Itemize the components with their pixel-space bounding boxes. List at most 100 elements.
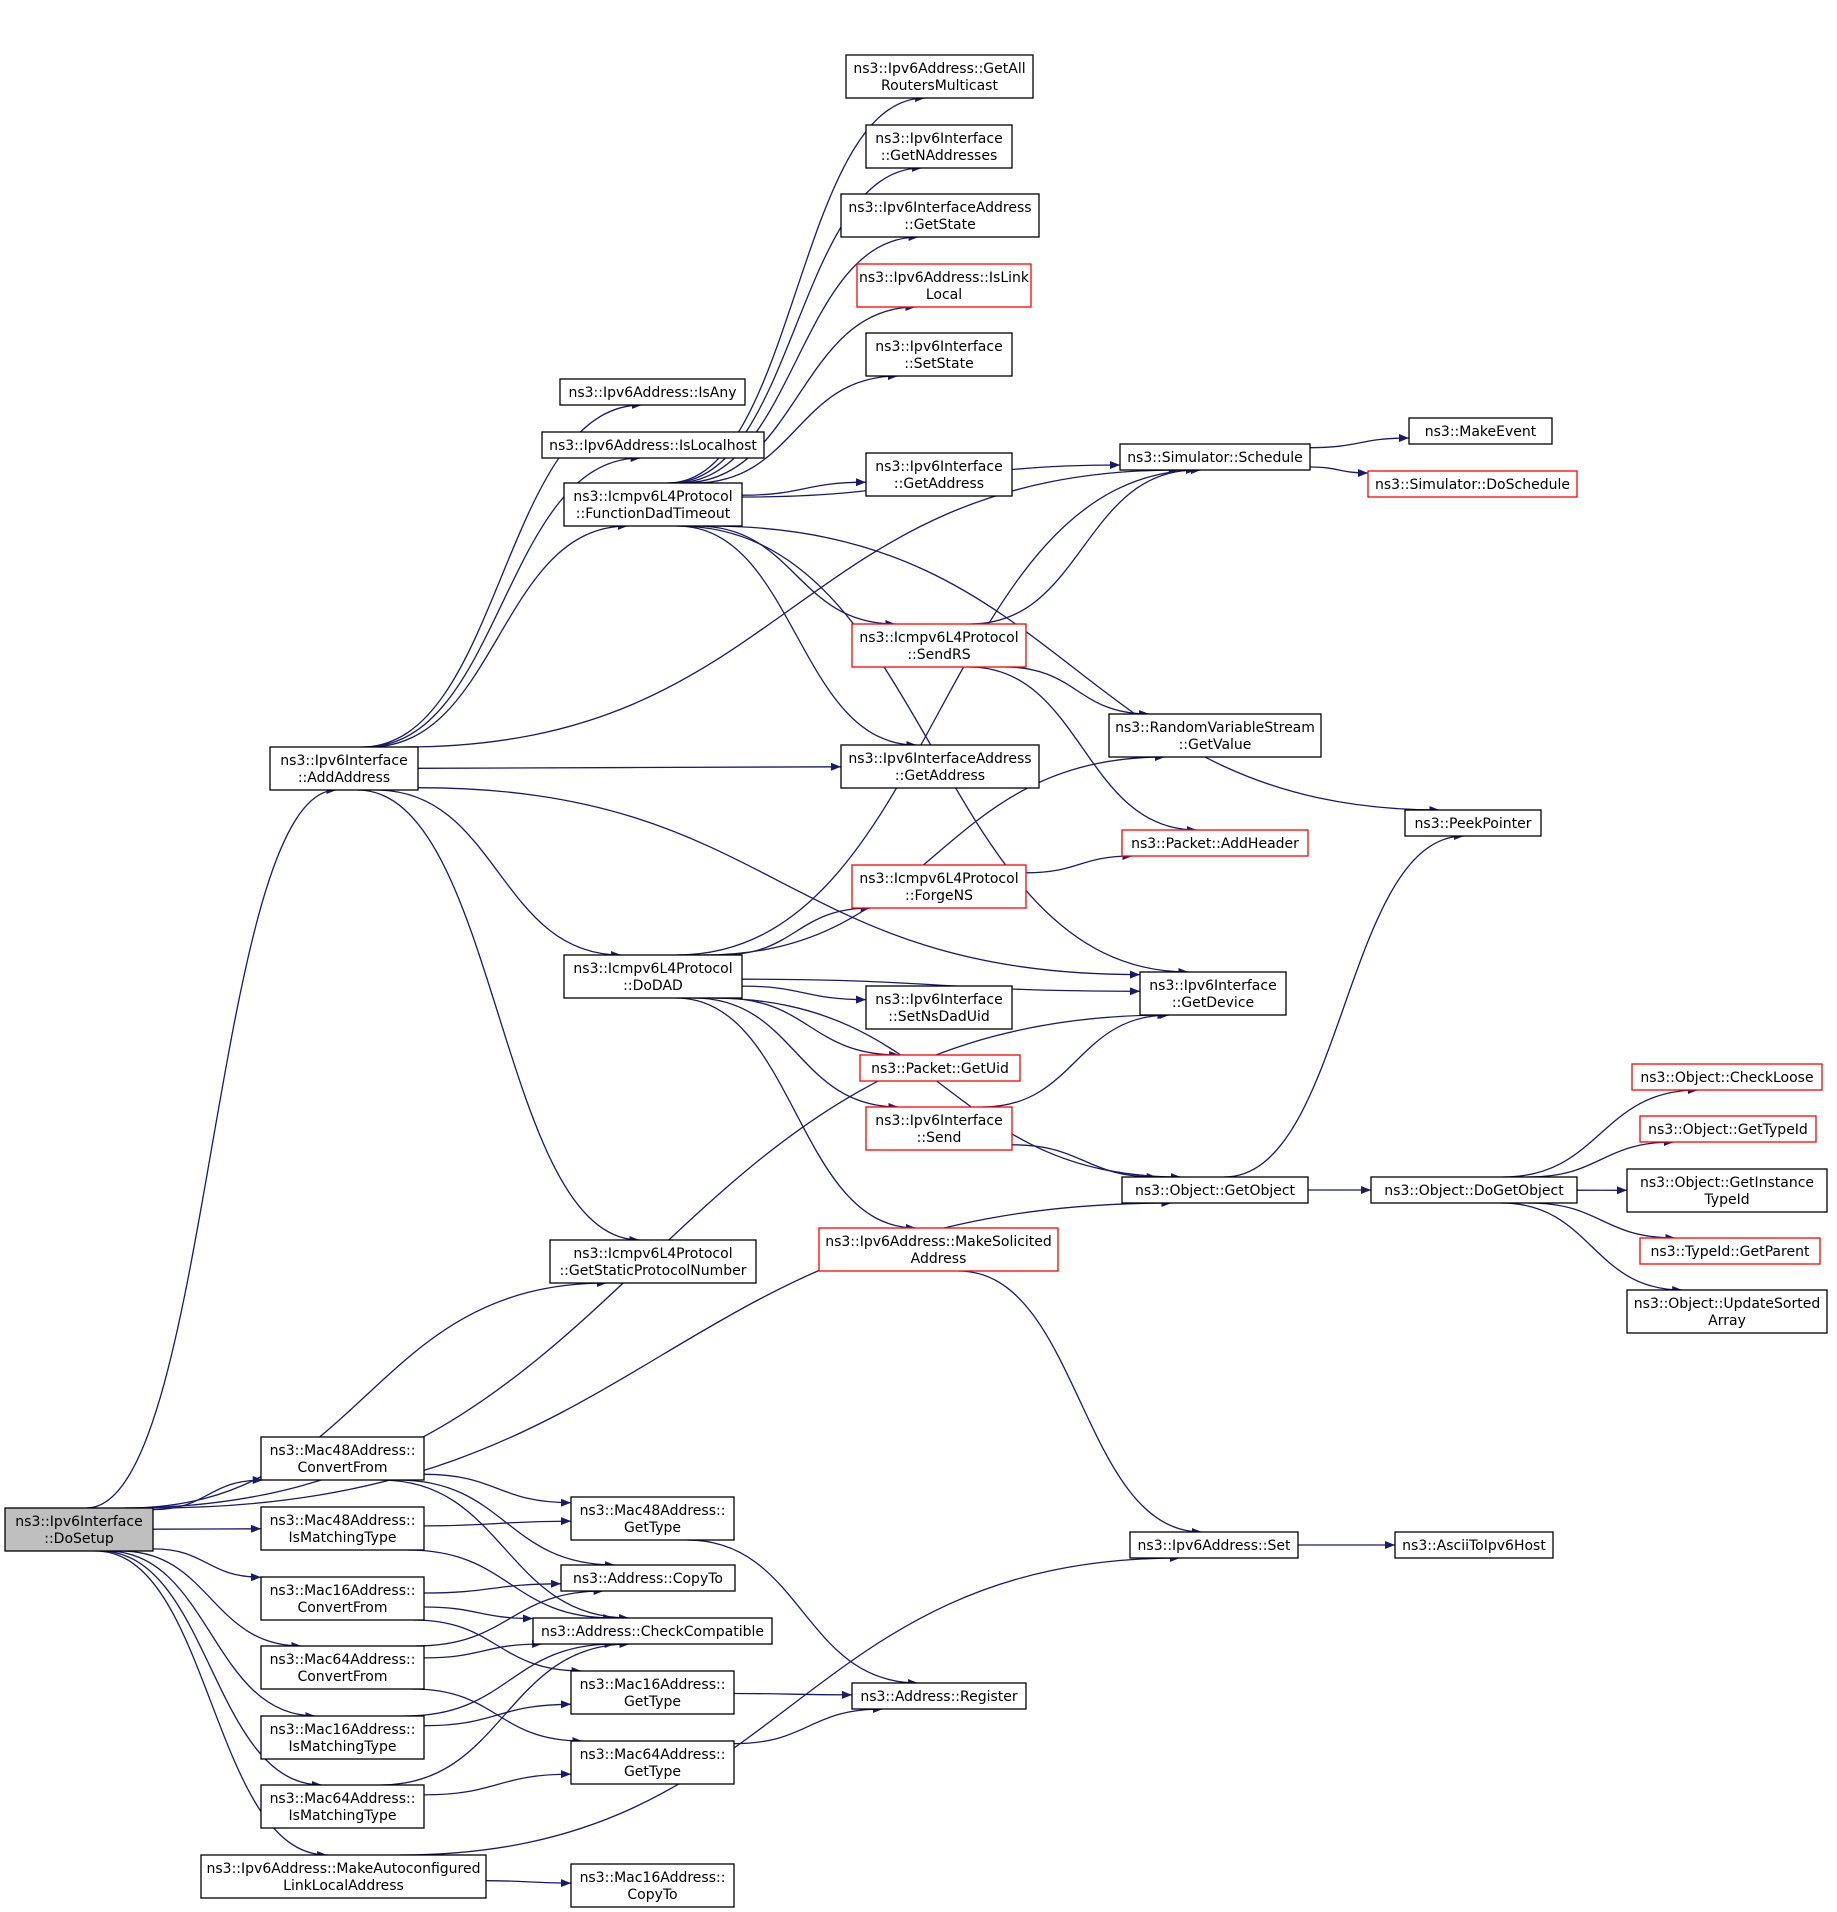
node-makeautoconf[interactable]: ns3::Ipv6Address::MakeAutoconfiguredLink… [200,1854,487,1899]
node-addaddress[interactable]: ns3::Ipv6Interface::AddAddress [269,746,419,791]
node-box [1404,809,1542,837]
node-label: ns3::Ipv6Address::GetAll [853,61,1025,77]
node-sendrs[interactable]: ns3::Icmpv6L4Protocol::SendRS [851,623,1027,668]
node-mac16_gettype[interactable]: ns3::Mac16Address::GetType [570,1670,735,1715]
node-label: Array [1708,1313,1746,1329]
node-mac16_convert[interactable]: ns3::Mac16Address::ConvertFrom [260,1576,425,1621]
edge-path [413,1619,582,1675]
edge-path [1025,852,1133,874]
node-label: ns3::Ipv6Interface [875,992,1002,1008]
node-box [570,1740,735,1785]
node-addheader[interactable]: ns3::Packet::AddHeader [1121,829,1309,857]
node-checkcompat[interactable]: ns3::Address::CheckCompatible [532,1617,773,1645]
node-mac64_ismatch[interactable]: ns3::Mac64Address::IsMatchingType [260,1784,425,1829]
node-label: ns3::Ipv6Interface [875,1113,1002,1129]
node-box [1639,1115,1817,1143]
node-makeevent[interactable]: ns3::MakeEvent [1408,417,1553,445]
node-box [560,1564,736,1592]
node-label: ::GetNAddresses [881,148,998,164]
node-if_getaddress[interactable]: ns3::Ipv6Interface::GetAddress [865,452,1013,497]
node-box [1408,417,1553,445]
node-mac64_convert[interactable]: ns3::Mac64Address::ConvertFrom [260,1645,425,1690]
node-mac16_ismatch[interactable]: ns3::Mac16Address::IsMatchingType [260,1715,425,1760]
node-dogetobject[interactable]: ns3::Object::DoGetObject [1370,1176,1578,1204]
node-mac16_copyto[interactable]: ns3::Mac16Address::CopyTo [570,1863,735,1908]
edge-mac16_ismatch-to-mac16_gettype [423,1700,572,1727]
node-label: ns3::Ipv6Address::Set [1138,1538,1291,1554]
node-register[interactable]: ns3::Address::Register [851,1682,1027,1710]
edge-path [150,1199,1172,1509]
node-label: ns3::Ipv6Interface [875,459,1002,475]
edge-mac48_ismatch-to-checkcompat [407,1549,614,1622]
node-asciitoipv6[interactable]: ns3::AsciiToIpv6Host [1394,1531,1554,1559]
node-ifaddr_getstate[interactable]: ns3::Ipv6InterfaceAddress::GetState [840,193,1040,238]
node-label: ConvertFrom [297,1600,387,1616]
node-getstaticproto[interactable]: ns3::Icmpv6L4Protocol::GetStaticProtocol… [549,1239,757,1284]
node-box [1108,713,1322,758]
node-box [559,378,746,406]
edge-mac64_convert-to-checkcompat [423,1640,543,1659]
node-label: ns3::Ipv6InterfaceAddress [848,200,1031,216]
node-doschedule[interactable]: ns3::Simulator::DoSchedule [1367,470,1578,498]
node-label: ns3::Packet::GetUid [871,1061,1009,1077]
node-forgens[interactable]: ns3::Icmpv6L4Protocol::ForgeNS [851,864,1027,909]
node-box [865,452,1013,497]
edge-path [958,1270,1202,1536]
edge-path [423,1517,572,1527]
edge-functiondad-to-ifaddr_getstate [674,233,919,484]
node-dosetup[interactable]: ns3::Ipv6Interface::DoSetup [4,1507,154,1552]
node-send[interactable]: ns3::Ipv6Interface::Send [865,1106,1013,1151]
edge-path [721,904,871,956]
node-mac48_ismatch[interactable]: ns3::Mac48Address::IsMatchingType [260,1506,425,1551]
node-functiondad[interactable]: ns3::Icmpv6L4Protocol::FunctionDadTimeou… [563,482,743,527]
node-mac48_convert[interactable]: ns3::Mac48Address::ConvertFrom [260,1436,425,1481]
node-setstate[interactable]: ns3::Ipv6Interface::SetState [865,332,1013,377]
node-mac64_gettype[interactable]: ns3::Mac64Address::GetType [570,1740,735,1785]
node-getnaddresses[interactable]: ns3::Ipv6Interface::GetNAddresses [865,124,1013,169]
node-getobject[interactable]: ns3::Object::GetObject [1121,1176,1309,1204]
call-edges [86,94,1698,1888]
node-label: ns3::Ipv6Interface [280,753,407,769]
node-copyto[interactable]: ns3::Address::CopyTo [560,1564,736,1592]
node-mac48_gettype[interactable]: ns3::Mac48Address::GetType [570,1496,735,1541]
node-box [1639,1237,1821,1265]
node-label: ::SetNsDadUid [888,1009,989,1025]
node-rvs_getvalue[interactable]: ns3::RandomVariableStream::GetValue [1108,713,1322,758]
node-schedule[interactable]: ns3::Simulator::Schedule [1119,443,1311,471]
node-getparent[interactable]: ns3::TypeId::GetParent [1639,1237,1821,1265]
node-isany[interactable]: ns3::Ipv6Address::IsAny [559,378,746,406]
node-setnsdaduid[interactable]: ns3::Ipv6Interface::SetNsDadUid [865,985,1013,1030]
node-label: ns3::Mac16Address:: [270,1722,416,1738]
node-label: ns3::Mac48Address:: [270,1513,416,1529]
node-getuid[interactable]: ns3::Packet::GetUid [859,1054,1021,1082]
node-ipv6_set[interactable]: ns3::Ipv6Address::Set [1129,1531,1299,1559]
node-label: ::GetValue [1179,737,1252,753]
node-box [865,332,1013,377]
node-peekpointer[interactable]: ns3::PeekPointer [1404,809,1542,837]
node-islocalhost[interactable]: ns3::Ipv6Address::IsLocalhost [541,431,765,459]
edge-path [380,1640,630,1786]
node-ifaddr_getaddress[interactable]: ns3::Ipv6InterfaceAddress::GetAddress [840,744,1040,789]
node-box [541,431,765,459]
edge-path [423,1700,572,1727]
edge-functiondad-to-getnaddresses [670,164,922,484]
node-box [1631,1063,1823,1091]
node-checkloose[interactable]: ns3::Object::CheckLoose [1631,1063,1823,1091]
node-dodad[interactable]: ns3::Icmpv6L4Protocol::DoDAD [563,954,743,999]
node-gettypeid[interactable]: ns3::Object::GetTypeId [1639,1115,1817,1143]
node-getdevice[interactable]: ns3::Ipv6Interface::GetDevice [1139,971,1287,1016]
node-box [865,1106,1013,1151]
node-label: ::GetAddress [895,768,985,784]
edge-path [106,1550,316,1720]
edge-functiondad-to-getallrouters [667,94,926,484]
edge-path [693,997,899,1111]
edge-dosetup-to-addaddress [86,786,337,1509]
node-label: ns3::Mac16Address:: [270,1583,416,1599]
edge-path [687,1539,919,1687]
edge-path [1528,1138,1674,1178]
